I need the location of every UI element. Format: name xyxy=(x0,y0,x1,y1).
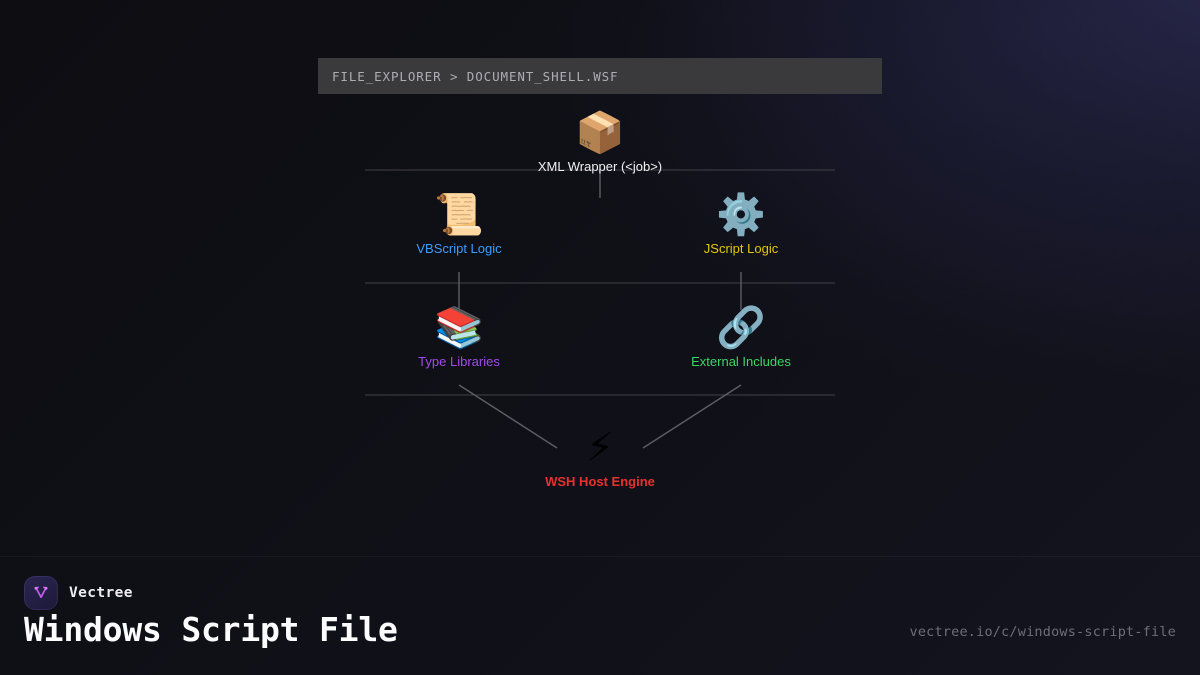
node-label-wsh-host-engine: WSH Host Engine xyxy=(545,474,655,489)
brand: Vectree xyxy=(24,576,133,610)
node-vbscript-logic[interactable]: 📜 VBScript Logic xyxy=(339,192,579,257)
footer: Vectree Windows Script File vectree.io/c… xyxy=(0,557,1200,675)
scroll-icon: 📜 xyxy=(434,192,484,238)
page-url: vectree.io/c/windows-script-file xyxy=(909,624,1176,640)
connector-type-libraries-to-wsh-host-engine xyxy=(458,384,558,449)
footer-divider xyxy=(0,556,1200,557)
node-label-external-includes: External Includes xyxy=(691,354,791,369)
gear-icon: ⚙️ xyxy=(716,192,766,238)
link-chain-icon: 🔗 xyxy=(716,305,766,351)
node-wsh-host-engine[interactable]: ⚡ WSH Host Engine xyxy=(480,425,720,490)
package-box-icon: 📦 xyxy=(575,110,625,156)
vectree-logo xyxy=(24,576,58,610)
node-label-vbscript-logic: VBScript Logic xyxy=(416,241,502,256)
node-label-type-libraries: Type Libraries xyxy=(418,354,500,369)
lightning-bolt-icon: ⚡ xyxy=(585,425,615,471)
node-jscript-logic[interactable]: ⚙️ JScript Logic xyxy=(621,192,861,257)
books-icon: 📚 xyxy=(434,305,484,351)
breadcrumb-text: FILE_EXPLORER > DOCUMENT_SHELL.WSF xyxy=(332,68,619,84)
node-type-libraries[interactable]: 📚 Type Libraries xyxy=(339,305,579,370)
node-label-jscript-logic: JScript Logic xyxy=(703,241,779,256)
node-external-includes[interactable]: 🔗 External Includes xyxy=(621,305,861,370)
node-label-xml-wrapper: XML Wrapper (<job>) xyxy=(537,159,663,174)
diagram-edges xyxy=(365,169,835,449)
breadcrumb-bar: FILE_EXPLORER > DOCUMENT_SHELL.WSF xyxy=(318,58,882,94)
connector-external-includes-to-wsh-host-engine xyxy=(642,384,742,449)
node-xml-wrapper[interactable]: 📦 XML Wrapper (<job>) xyxy=(480,110,720,175)
diagram-canvas: 📦 XML Wrapper (<job>) 📜 VBScript Logic ⚙️ JSc… xyxy=(339,110,861,490)
page-title: Windows Script File xyxy=(24,610,398,649)
brand-name: Vectree xyxy=(69,585,133,601)
vectree-logo-mark xyxy=(34,586,48,599)
